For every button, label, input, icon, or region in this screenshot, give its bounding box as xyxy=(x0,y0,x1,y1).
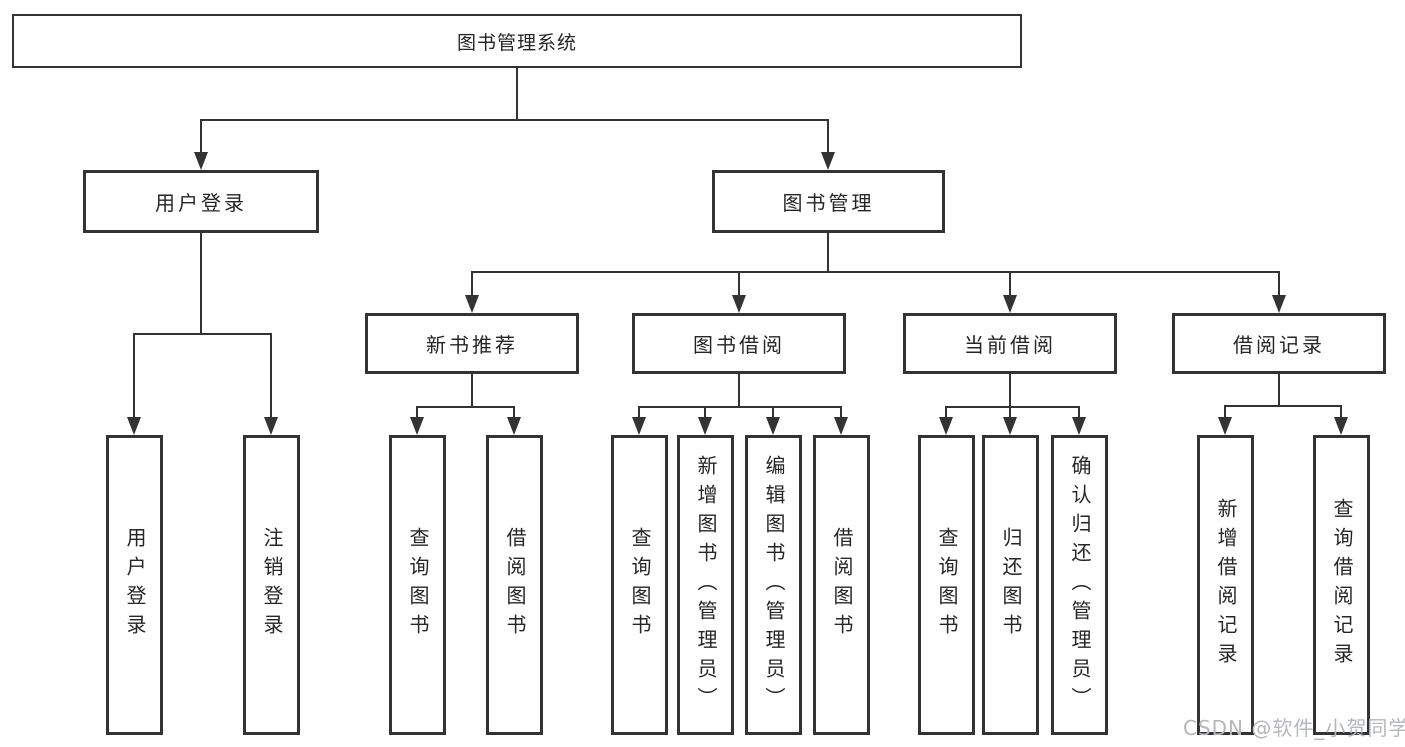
arrow-down-icon xyxy=(821,152,835,170)
connector-line xyxy=(200,119,829,121)
connector-line xyxy=(471,271,473,297)
leaf-query-books-borrowing: 查询图书 xyxy=(611,435,668,735)
arrow-down-icon xyxy=(507,417,521,435)
connector-line xyxy=(704,406,706,418)
arrow-down-icon xyxy=(1072,417,1086,435)
arrow-down-icon xyxy=(1003,295,1017,313)
connector-line xyxy=(200,233,202,333)
arrow-down-icon xyxy=(1003,417,1017,435)
node-user-login: 用户登录 xyxy=(83,170,319,233)
connector-line xyxy=(1278,271,1280,297)
node-book-borrowing: 图书借阅 xyxy=(632,313,846,374)
leaf-return-books: 归还图书 xyxy=(982,435,1039,735)
leaf-confirm-return-admin: 确认归还（管理员） xyxy=(1051,435,1108,735)
connector-line xyxy=(471,374,473,406)
connector-line xyxy=(738,271,740,297)
connector-line xyxy=(1224,405,1226,418)
connector-line xyxy=(1278,374,1280,405)
arrow-down-icon xyxy=(939,417,953,435)
connector-line xyxy=(416,406,418,418)
connector-line xyxy=(133,333,272,335)
connector-line xyxy=(827,119,829,153)
connector-line xyxy=(638,406,640,418)
leaf-edit-books-admin: 编辑图书（管理员） xyxy=(745,435,802,735)
connector-line xyxy=(738,374,740,406)
leaf-borrow-books-recommend: 借阅图书 xyxy=(486,435,543,735)
leaf-query-books-current: 查询图书 xyxy=(918,435,975,735)
leaf-logout: 注销登录 xyxy=(243,435,300,735)
arrow-down-icon xyxy=(732,295,746,313)
arrow-down-icon xyxy=(698,417,712,435)
connector-line xyxy=(270,333,272,419)
leaf-query-books-recommend: 查询图书 xyxy=(389,435,446,735)
leaf-borrow-books: 借阅图书 xyxy=(813,435,870,735)
arrow-down-icon xyxy=(264,417,278,435)
connector-line xyxy=(772,406,774,418)
leaf-add-borrow-record: 新增借阅记录 xyxy=(1197,435,1254,735)
connector-line xyxy=(1009,374,1011,406)
arrow-down-icon xyxy=(1272,295,1286,313)
csdn-watermark: CSDN @软件_小贺同学 xyxy=(1183,716,1405,740)
connector-line xyxy=(1224,405,1342,407)
node-label: 当前借阅 xyxy=(964,333,1056,357)
connector-line xyxy=(471,271,1280,273)
node-book-management: 图书管理 xyxy=(712,170,945,233)
arrow-down-icon xyxy=(766,417,780,435)
node-borrowing-records: 借阅记录 xyxy=(1172,313,1386,374)
connector-line xyxy=(840,406,842,418)
node-current-borrowing: 当前借阅 xyxy=(903,313,1117,374)
connector-line xyxy=(1009,271,1011,297)
connector-line xyxy=(1078,406,1080,418)
connector-line xyxy=(945,406,1080,408)
connector-line xyxy=(513,406,515,418)
leaf-add-books-admin: 新增图书（管理员） xyxy=(677,435,734,735)
node-label: 图书管理 xyxy=(782,191,875,215)
arrow-down-icon xyxy=(1218,417,1232,435)
node-label: 新书推荐 xyxy=(426,333,518,357)
node-label: 用户登录 xyxy=(155,191,247,215)
connector-line xyxy=(638,406,842,408)
arrow-down-icon xyxy=(1334,417,1348,435)
connector-line xyxy=(1009,406,1011,418)
connector-line xyxy=(133,333,135,419)
leaf-query-borrow-record: 查询借阅记录 xyxy=(1313,435,1370,735)
arrow-down-icon xyxy=(834,417,848,435)
arrow-down-icon xyxy=(194,152,208,170)
connector-line xyxy=(1340,405,1342,418)
node-new-book-recommendation: 新书推荐 xyxy=(365,313,579,374)
connector-line xyxy=(200,119,202,153)
leaf-user-login: 用户登录 xyxy=(106,435,163,735)
arrow-down-icon xyxy=(410,417,424,435)
connector-line xyxy=(516,68,518,120)
connector-line xyxy=(945,406,947,418)
node-label: 图书管理系统 xyxy=(456,31,577,54)
connector-line xyxy=(827,233,829,271)
arrow-down-icon xyxy=(127,417,141,435)
arrow-down-icon xyxy=(632,417,646,435)
connector-line xyxy=(416,406,515,408)
arrow-down-icon xyxy=(465,295,479,313)
node-library-management-system: 图书管理系统 xyxy=(12,14,1022,68)
node-label: 图书借阅 xyxy=(693,333,785,357)
node-label: 借阅记录 xyxy=(1233,333,1325,357)
